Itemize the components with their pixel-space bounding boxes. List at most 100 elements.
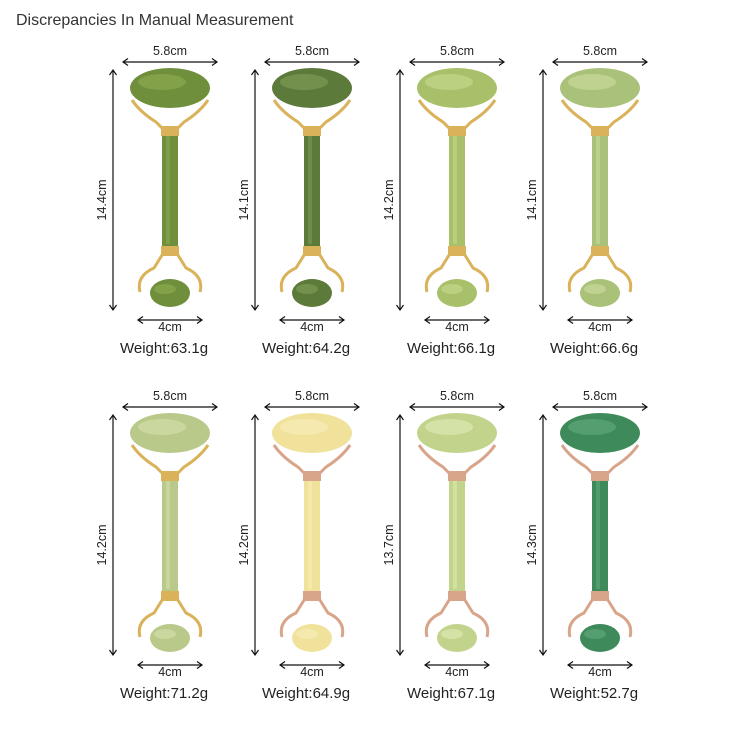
bottom-width-arrow (136, 661, 204, 669)
frame-wire (137, 596, 166, 638)
stone-highlight (138, 419, 186, 435)
frame-wire (424, 251, 453, 293)
bottom-width-label: 4cm (445, 320, 469, 334)
frame-wire (279, 251, 308, 293)
frame-wire (174, 99, 210, 132)
frame-wire (130, 444, 166, 477)
handle-highlight (308, 134, 312, 244)
handle-cap (161, 246, 179, 256)
top-width-arrow (551, 403, 649, 411)
handle-cap (591, 591, 609, 601)
top-width-label: 5.8cm (152, 389, 188, 403)
frame-wire (174, 251, 203, 293)
handle-cap (448, 126, 466, 136)
handle-highlight (308, 479, 312, 589)
frame-wire (604, 251, 633, 293)
frame-wire (417, 99, 453, 132)
frame-wire (424, 596, 453, 638)
height-label: 14.3cm (525, 524, 539, 566)
handle-highlight (453, 134, 457, 244)
stone-highlight (425, 74, 473, 90)
frame-wire (560, 99, 596, 132)
frame-wire (604, 99, 640, 132)
bottom-width-label: 4cm (158, 665, 182, 679)
bottom-width-label: 4cm (300, 665, 324, 679)
bottom-width-arrow (423, 316, 491, 324)
stone-highlight (154, 284, 176, 294)
bottom-width-arrow (136, 316, 204, 324)
weight-label: Weight:67.1g (407, 685, 496, 702)
stone-highlight (441, 284, 463, 294)
height-arrow (109, 68, 117, 312)
handle-highlight (596, 479, 600, 589)
handle-cap (303, 126, 321, 136)
handle-cap (448, 246, 466, 256)
top-width-label: 5.8cm (152, 44, 188, 58)
bottom-width-label: 4cm (588, 320, 612, 334)
bottom-width-arrow (566, 661, 634, 669)
weight-label: Weight:52.7g (550, 685, 639, 702)
stone-highlight (296, 284, 318, 294)
frame-wire (604, 596, 633, 638)
top-width-arrow (263, 58, 361, 66)
frame-wire (272, 99, 308, 132)
handle-cap (591, 126, 609, 136)
top-width-arrow (263, 403, 361, 411)
bottom-width-arrow (423, 661, 491, 669)
weight-label: Weight:66.6g (550, 340, 639, 357)
stone-highlight (280, 74, 328, 90)
height-arrow (251, 413, 259, 657)
stone-highlight (568, 419, 616, 435)
top-width-arrow (551, 58, 649, 66)
frame-wire (316, 99, 352, 132)
handle-cap (448, 471, 466, 481)
top-width-arrow (408, 403, 506, 411)
frame-wire (417, 444, 453, 477)
frame-wire (461, 251, 490, 293)
frame-wire (567, 251, 596, 293)
bottom-width-arrow (566, 316, 634, 324)
bottom-width-label: 4cm (588, 665, 612, 679)
handle-cap (161, 471, 179, 481)
top-width-label: 5.8cm (294, 44, 330, 58)
top-width-label: 5.8cm (439, 44, 475, 58)
stone-highlight (138, 74, 186, 90)
top-width-label: 5.8cm (439, 389, 475, 403)
weight-label: Weight:64.9g (262, 685, 351, 702)
frame-wire (174, 444, 210, 477)
frame-wire (316, 251, 345, 293)
bottom-width-label: 4cm (158, 320, 182, 334)
weight-label: Weight:63.1g (120, 340, 209, 357)
stone-highlight (568, 74, 616, 90)
handle-cap (303, 591, 321, 601)
stone-highlight (584, 629, 606, 639)
frame-wire (567, 596, 596, 638)
handle-highlight (166, 479, 170, 589)
frame-wire (272, 444, 308, 477)
bottom-width-arrow (278, 661, 346, 669)
frame-wire (279, 596, 308, 638)
frame-wire (461, 99, 497, 132)
bottom-width-arrow (278, 316, 346, 324)
handle-cap (303, 246, 321, 256)
height-arrow (109, 413, 117, 657)
frame-wire (461, 596, 490, 638)
handle-highlight (166, 134, 170, 244)
top-width-arrow (121, 58, 219, 66)
handle-cap (161, 126, 179, 136)
frame-wire (174, 596, 203, 638)
height-arrow (396, 413, 404, 657)
bottom-width-label: 4cm (445, 665, 469, 679)
top-width-label: 5.8cm (294, 389, 330, 403)
stone-highlight (584, 284, 606, 294)
height-arrow (539, 413, 547, 657)
top-width-arrow (121, 403, 219, 411)
handle-cap (161, 591, 179, 601)
handle-cap (591, 471, 609, 481)
